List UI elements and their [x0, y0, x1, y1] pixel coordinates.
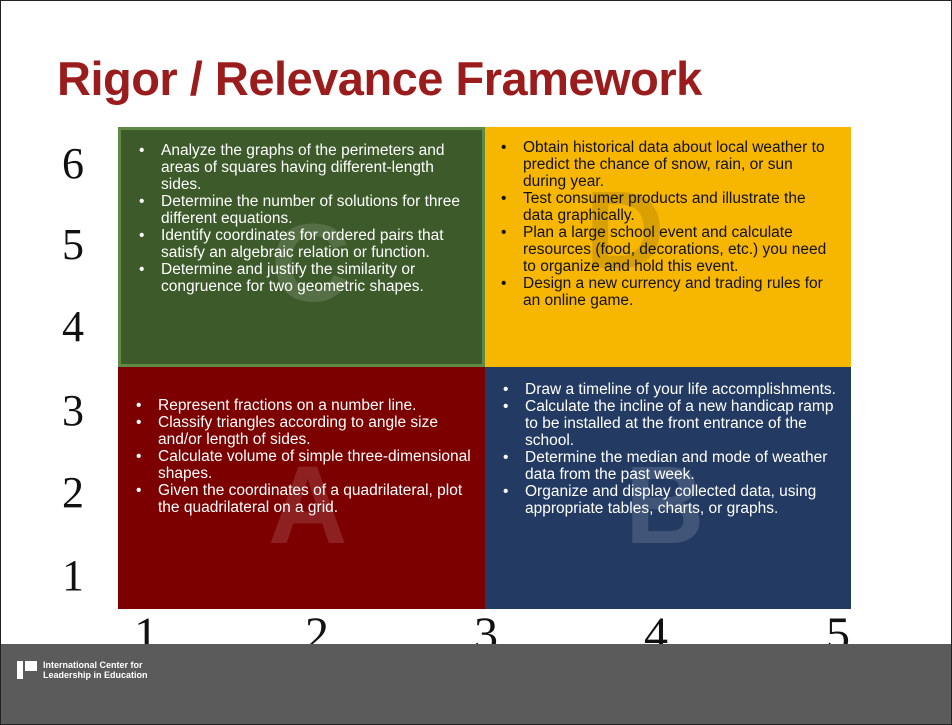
- footer-bar: International Center for Leadership in E…: [1, 644, 951, 724]
- list-item: Determine the median and mode of weather…: [495, 449, 841, 483]
- list-item: Plan a large school event and calculate …: [493, 224, 839, 275]
- y-axis-label-6: 6: [62, 139, 84, 188]
- quadrant-b: B Draw a timeline of your life accomplis…: [485, 367, 851, 609]
- list-item: Given the coordinates of a quadrilateral…: [128, 482, 475, 516]
- y-axis-label-1: 1: [62, 551, 84, 600]
- y-axis-label-2: 2: [62, 468, 84, 517]
- list-item: Determine the number of solutions for th…: [131, 193, 472, 227]
- footer-logo: International Center for Leadership in E…: [17, 660, 148, 680]
- quadrant-c: C Analyze the graphs of the perimeters a…: [118, 127, 485, 367]
- footer-logo-text: International Center for Leadership in E…: [43, 660, 148, 680]
- list-item: Obtain historical data about local weath…: [493, 139, 839, 190]
- list-item: Calculate the incline of a new handicap …: [495, 398, 841, 449]
- slide-title: Rigor / Relevance Framework: [57, 52, 702, 105]
- list-item: Analyze the graphs of the perimeters and…: [131, 142, 472, 193]
- list-item: Design a new currency and trading rules …: [493, 275, 839, 309]
- list-item: Organize and display collected data, usi…: [495, 483, 841, 517]
- list-item: Calculate volume of simple three-dimensi…: [128, 448, 475, 482]
- y-axis-label-5: 5: [62, 220, 84, 269]
- quadrant-a-list: Represent fractions on a number line. Cl…: [128, 397, 475, 516]
- y-axis-label-3: 3: [62, 386, 84, 435]
- list-item: Determine and justify the similarity or …: [131, 261, 472, 295]
- quadrant-b-list: Draw a timeline of your life accomplishm…: [495, 381, 841, 517]
- list-item: Test consumer products and illustrate th…: [493, 190, 839, 224]
- list-item: Draw a timeline of your life accomplishm…: [495, 381, 841, 398]
- list-item: Classify triangles according to angle si…: [128, 414, 475, 448]
- list-item: Identify coordinates for ordered pairs t…: [131, 227, 472, 261]
- quadrant-a: A Represent fractions on a number line. …: [118, 367, 485, 609]
- icle-logo-icon: [17, 661, 37, 679]
- y-axis-label-4: 4: [62, 302, 84, 351]
- quadrant-c-list: Analyze the graphs of the perimeters and…: [131, 142, 472, 295]
- list-item: Represent fractions on a number line.: [128, 397, 475, 414]
- footer-logo-line2: Leadership in Education: [43, 670, 148, 680]
- quadrant-d: D Obtain historical data about local wea…: [485, 127, 851, 367]
- footer-logo-line1: International Center for: [43, 660, 143, 670]
- quadrant-d-list: Obtain historical data about local weath…: [493, 139, 839, 309]
